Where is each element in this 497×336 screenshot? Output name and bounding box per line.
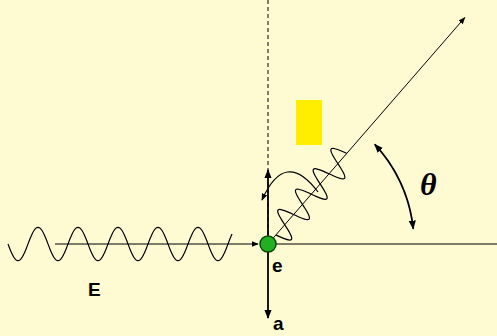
scattered-ray xyxy=(268,18,465,244)
incident-wave xyxy=(8,227,232,260)
horizontal-axis xyxy=(268,243,497,244)
angle-arc-small xyxy=(262,172,318,200)
highlight-box xyxy=(296,100,322,145)
angle-label: θ xyxy=(420,168,437,200)
field-label: E xyxy=(88,280,101,299)
scattered-wave xyxy=(276,148,347,240)
acceleration-arrow-down xyxy=(267,250,269,318)
electron-label: e xyxy=(272,256,283,275)
electron-dot xyxy=(260,236,276,252)
acceleration-arrow-up xyxy=(267,170,269,240)
acceleration-label: a xyxy=(273,314,284,333)
angle-arc xyxy=(375,144,413,228)
